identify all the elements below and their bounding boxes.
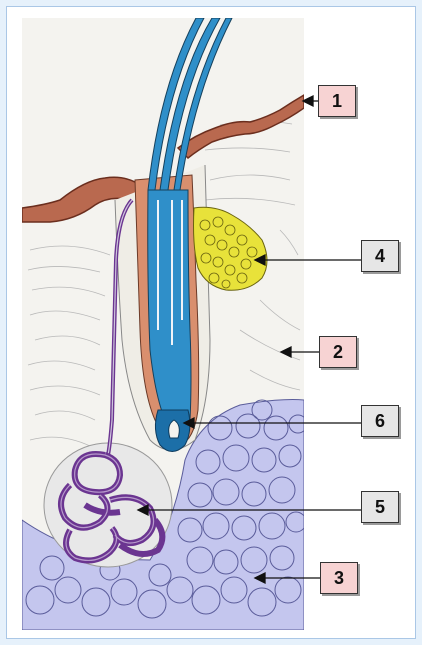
arrowhead-1 bbox=[303, 96, 313, 106]
label-5-text: 5 bbox=[375, 497, 385, 518]
label-box-2: 2 bbox=[319, 336, 357, 368]
label-2-text: 2 bbox=[333, 342, 343, 363]
label-box-5: 5 bbox=[361, 491, 399, 523]
label-6-text: 6 bbox=[375, 411, 385, 432]
label-box-3: 3 bbox=[320, 562, 358, 594]
label-box-6: 6 bbox=[361, 405, 399, 437]
label-4-text: 4 bbox=[375, 246, 385, 267]
label-1-text: 1 bbox=[332, 91, 342, 112]
label-3-text: 3 bbox=[334, 568, 344, 589]
label-box-4: 4 bbox=[361, 240, 399, 272]
label-box-1: 1 bbox=[318, 85, 356, 117]
